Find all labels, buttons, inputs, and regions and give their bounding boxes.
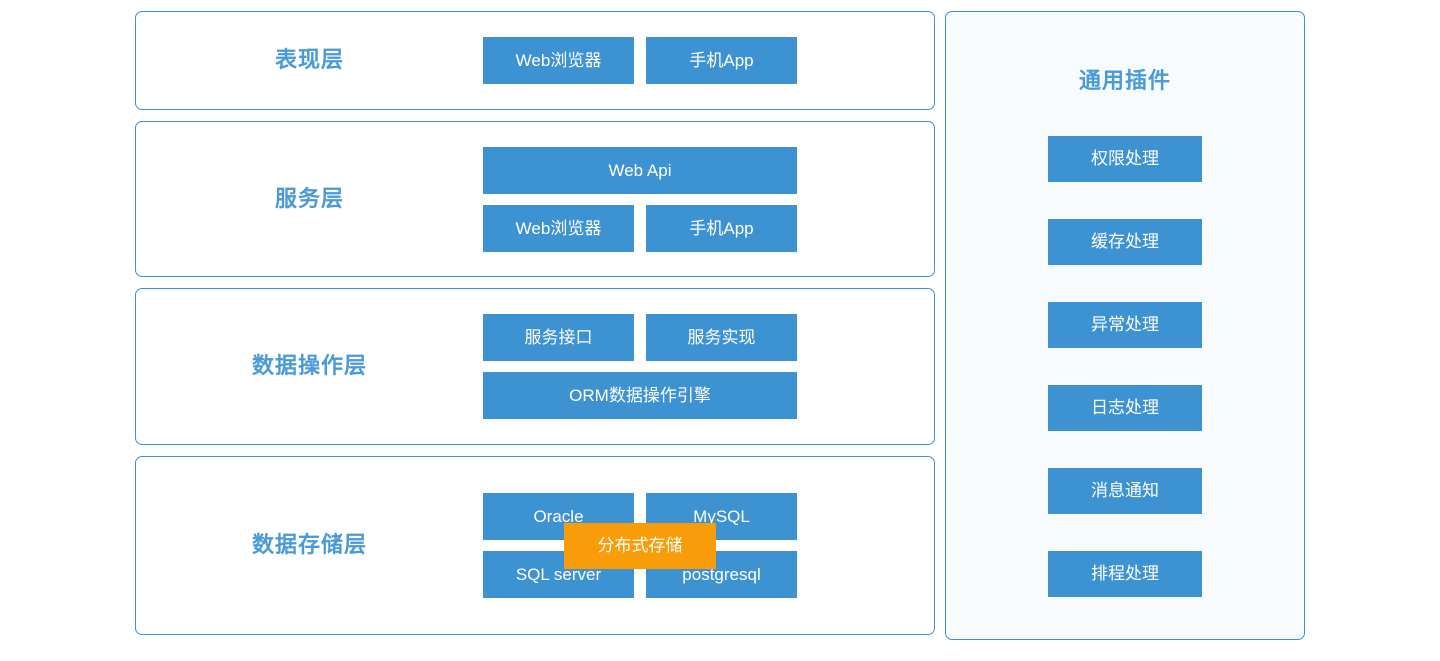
box-row: Web浏览器 手机App xyxy=(483,37,797,84)
layer-stack: 表现层 Web浏览器 手机App 服务层 Web Api Web浏览器 手机Ap… xyxy=(135,11,935,646)
component-box-web-api[interactable]: Web Api xyxy=(483,146,797,194)
component-box-web-browser[interactable]: Web浏览器 xyxy=(483,204,634,252)
plugin-item-logging[interactable]: 日志处理 xyxy=(1048,385,1202,431)
component-box-sql-server[interactable]: SQL server xyxy=(483,551,634,598)
plugin-panel-title: 通用插件 xyxy=(1078,68,1171,93)
box-row: Web浏览器 手机App xyxy=(483,204,797,252)
layer-presentation: 表现层 Web浏览器 手机App xyxy=(135,11,935,110)
component-box-web-browser[interactable]: Web浏览器 xyxy=(483,37,634,84)
plugin-item-scheduling[interactable]: 排程处理 xyxy=(1048,551,1202,597)
layer-label-data-operation: 数据操作层 xyxy=(251,353,367,379)
layer-boxes-service: Web Api Web浏览器 手机App xyxy=(483,146,797,252)
box-row: ORM数据操作引擎 xyxy=(483,372,797,419)
component-box-orm-engine[interactable]: ORM数据操作引擎 xyxy=(483,372,797,419)
plugin-item-cache[interactable]: 缓存处理 xyxy=(1048,219,1202,265)
component-box-mobile-app[interactable]: 手机App xyxy=(646,204,797,252)
box-row: SQL server postgresql xyxy=(483,551,797,598)
component-box-postgresql[interactable]: postgresql xyxy=(646,551,797,598)
box-row: 服务接口 服务实现 xyxy=(483,314,797,361)
layer-boxes-data-storage: Oracle MySQL SQL server postgresql 分布式存储 xyxy=(483,493,797,598)
plugin-item-exception[interactable]: 异常处理 xyxy=(1048,302,1202,348)
plugin-item-message-notification[interactable]: 消息通知 xyxy=(1048,468,1202,514)
component-box-oracle[interactable]: Oracle xyxy=(483,493,634,540)
layer-label-data-storage: 数据存储层 xyxy=(251,532,367,558)
component-box-service-interface[interactable]: 服务接口 xyxy=(483,314,634,361)
layer-boxes-presentation: Web浏览器 手机App xyxy=(483,37,797,84)
layer-data-storage: 数据存储层 Oracle MySQL SQL server postgresql… xyxy=(135,456,935,635)
layer-service: 服务层 Web Api Web浏览器 手机App xyxy=(135,121,935,277)
layer-label-service: 服务层 xyxy=(274,185,344,211)
layer-boxes-data-operation: 服务接口 服务实现 ORM数据操作引擎 xyxy=(483,314,797,419)
box-row: Web Api xyxy=(483,146,797,194)
component-box-distributed-storage[interactable]: 分布式存储 xyxy=(564,522,716,569)
component-box-service-implementation[interactable]: 服务实现 xyxy=(646,314,797,361)
layer-data-operation: 数据操作层 服务接口 服务实现 ORM数据操作引擎 xyxy=(135,288,935,445)
component-box-mobile-app[interactable]: 手机App xyxy=(646,37,797,84)
plugin-item-permission[interactable]: 权限处理 xyxy=(1048,136,1202,182)
plugin-list: 权限处理 缓存处理 异常处理 日志处理 消息通知 排程处理 xyxy=(1048,136,1202,597)
plugin-panel: 通用插件 权限处理 缓存处理 异常处理 日志处理 消息通知 排程处理 xyxy=(945,11,1305,640)
layer-label-presentation: 表现层 xyxy=(274,47,344,73)
